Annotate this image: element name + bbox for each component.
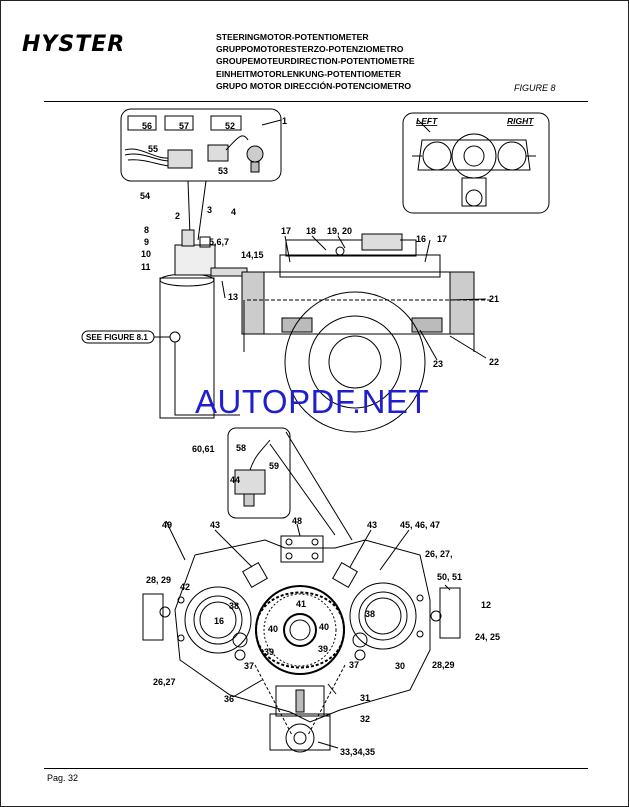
title-es: GRUPO MOTOR DIRECCIÓN-POTENCIOMETRO [216, 80, 412, 91]
callout-1: 1 [282, 116, 287, 126]
callout-31: 31 [360, 693, 370, 703]
callout-4: 4 [231, 207, 236, 217]
callout-48: 48 [292, 516, 302, 526]
right-flange [439, 587, 461, 639]
see-figure-label: SEE FIGURE 8.1 [86, 333, 148, 342]
steering-plate [174, 539, 431, 723]
title-it: GRUPPOMOTORESTERZO-POTENZIOMETRO [216, 44, 404, 55]
callout-38-left: 38 [229, 601, 239, 611]
connector-inset-box [120, 108, 282, 182]
part-57-tag [164, 115, 194, 131]
callout-13: 13 [228, 292, 238, 302]
callout-39-left: 39 [264, 647, 274, 657]
callout-58: 58 [236, 443, 246, 453]
callout-40-right: 40 [319, 622, 329, 632]
pulley-right [349, 582, 417, 650]
gear-motor-16 [361, 233, 403, 251]
bracket-48 [280, 535, 324, 563]
callout-42: 42 [180, 582, 190, 592]
callout-41: 41 [296, 599, 306, 609]
callout-52: 52 [225, 121, 235, 131]
section-titles: STEERINGMOTOR-POTENTIOMETER GRUPPOMOTORE… [216, 31, 415, 92]
callout-37-right: 37 [349, 660, 359, 670]
callout-11: 11 [141, 262, 151, 272]
figure-label: FIGURE 8 [514, 83, 556, 93]
callout-43b: 43 [367, 520, 377, 530]
wheel-outer [284, 291, 426, 433]
callout-40-left: 40 [268, 624, 278, 634]
callout-9: 9 [144, 237, 149, 247]
pulley-left [184, 586, 252, 654]
watermark: AUTOPDF.NET [195, 383, 430, 420]
callout-59: 59 [269, 461, 279, 471]
callout-44: 44 [230, 475, 240, 485]
callout-26-27-left: 26,27 [153, 677, 176, 687]
callout-56: 56 [142, 121, 152, 131]
idler-sprocket [285, 723, 315, 753]
callout-21: 21 [489, 294, 499, 304]
callout-17b: 17 [437, 234, 447, 244]
callout-39-right: 39 [318, 644, 328, 654]
callout-38-right: 38 [365, 609, 375, 619]
callout-37-left: 37 [244, 661, 254, 671]
callout-16-top: 16 [416, 234, 426, 244]
callout-16-bottom: 16 [214, 616, 224, 626]
callout-18: 18 [306, 226, 316, 236]
callout-60-61: 60,61 [192, 444, 215, 454]
callout-8: 8 [144, 225, 149, 235]
callout-10: 10 [141, 249, 151, 259]
steering-motor [159, 277, 215, 419]
page-number: Pag. 32 [47, 773, 79, 783]
callout-28-29-right: 28,29 [432, 660, 455, 670]
callout-2: 2 [175, 211, 180, 221]
callout-19-20: 19, 20 [327, 226, 352, 236]
sensor-52 [246, 145, 264, 163]
callout-50-51: 50, 51 [437, 572, 462, 582]
callout-30: 30 [395, 661, 405, 671]
callout-53: 53 [218, 166, 228, 176]
gearbox-top [279, 254, 441, 278]
callout-24-25: 24, 25 [475, 632, 500, 642]
connector-53 [207, 144, 229, 162]
footer-rule [44, 768, 588, 769]
title-de: EINHEITMOTORLENKUNG-POTENTIOMETER [216, 68, 402, 79]
callout-3: 3 [207, 205, 212, 215]
callout-22: 22 [489, 357, 499, 367]
callout-55: 55 [148, 144, 158, 154]
callout-14-15: 14,15 [241, 250, 264, 260]
callout-43a: 43 [210, 520, 220, 530]
part-52-tag [210, 115, 242, 131]
callout-17a: 17 [281, 226, 291, 236]
callout-5-6-7: 5,6,7 [209, 237, 229, 247]
callout-36: 36 [224, 694, 234, 704]
left-flange [142, 593, 164, 641]
header-rule [44, 101, 588, 102]
connector-55 [167, 149, 193, 169]
callout-33-34-35: 33,34,35 [340, 747, 375, 757]
hyster-logo: HYSTER [22, 32, 126, 57]
callout-45-46-47: 45, 46, 47 [400, 520, 440, 530]
callout-32: 32 [360, 714, 370, 724]
potentiometer-inset-box [227, 427, 291, 519]
callout-57: 57 [179, 121, 189, 131]
callout-49: 49 [162, 520, 172, 530]
left-right-inset-box [402, 112, 550, 214]
potentiometer-body [174, 244, 216, 276]
title-en: STEERINGMOTOR-POTENTIOMETER [216, 32, 369, 42]
callout-23: 23 [433, 359, 443, 369]
inset-right-label: RIGHT [507, 116, 534, 126]
callout-26-27-right: 26, 27, [425, 549, 453, 559]
inset-left-label: LEFT [416, 116, 438, 126]
part-56-tag [127, 115, 157, 131]
callout-12: 12 [481, 600, 491, 610]
callout-54: 54 [140, 191, 150, 201]
title-fr: GROUPEMOTEURDIRECTION-POTENTIOMETRE [216, 56, 415, 67]
callout-28-29-left: 28, 29 [146, 575, 171, 585]
